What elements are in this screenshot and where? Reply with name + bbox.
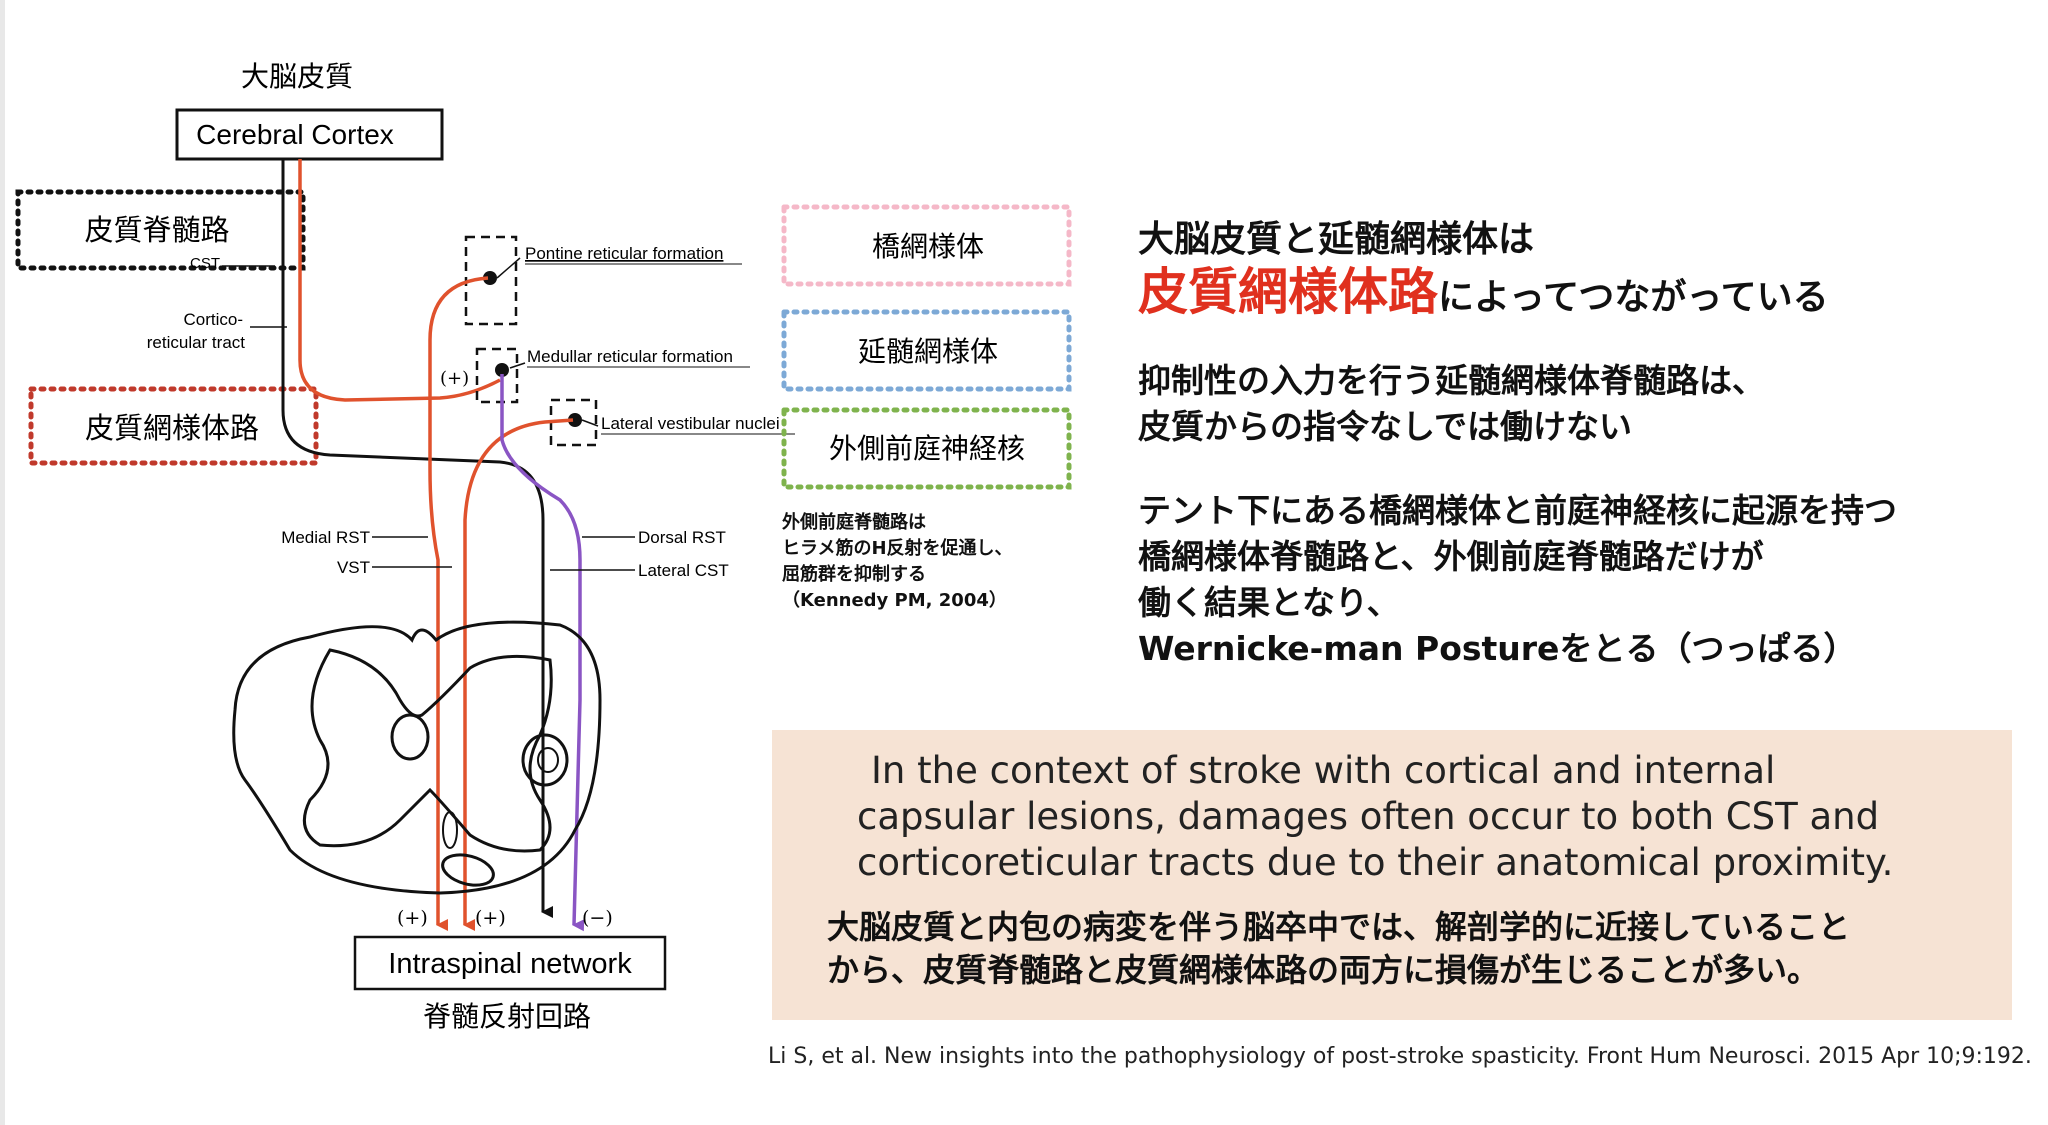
spinal-tract-circle-inner bbox=[537, 747, 559, 773]
grey-matter-butterfly bbox=[302, 648, 553, 853]
para2-line: Wernicke-man Postureをとる（つっぱる） bbox=[1138, 629, 1857, 668]
medullar-box bbox=[475, 347, 519, 404]
minus-sign: (−) bbox=[582, 907, 613, 929]
summary-en-line: In the context of stroke with cortical a… bbox=[871, 749, 1776, 792]
cortico-reticular-label-1: Cortico- bbox=[183, 310, 243, 329]
lateral-cst-label: Lateral CST bbox=[638, 561, 729, 580]
spinal-tract-circle-right bbox=[521, 733, 569, 787]
para2-line: 橋網様体脊髄路と、外側前庭脊髄路だけが bbox=[1138, 537, 1764, 576]
legend-box-vestibular bbox=[781, 407, 1072, 490]
note-line: ヒラメ筋のH反射を促通し、 bbox=[782, 538, 1013, 559]
medullar-label: Medullar reticular formation bbox=[527, 347, 733, 366]
paragraph-1: 抑制性の入力を行う延髄網様体脊髄路は、 皮質からの指令なしでは働けない bbox=[1138, 358, 1765, 450]
dorsal-rst-tract bbox=[500, 374, 585, 932]
heading-line-2: 皮質網様体路によってつながっている bbox=[1138, 262, 1829, 322]
legend-box-medullar bbox=[781, 309, 1072, 392]
cortex-box-label: Cerebral Cortex bbox=[196, 119, 394, 150]
vst-tract bbox=[463, 418, 574, 931]
medullar-leader bbox=[509, 362, 526, 369]
summary-english: In the context of stroke with cortical a… bbox=[857, 748, 1982, 886]
cortex-box bbox=[175, 108, 444, 161]
slide-edge bbox=[0, 0, 5, 1125]
crt-jp-box bbox=[28, 386, 319, 466]
legend-label-medullar: 延髄網様体 bbox=[858, 335, 998, 368]
cortex-jp-label: 大脳皮質 bbox=[241, 60, 353, 93]
paragraph-2: テント下にある橋網様体と前庭神経核に起源を持つ 橋網様体脊髄路と、外側前庭脊髄路… bbox=[1138, 488, 1897, 672]
heading-line-1: 大脳皮質と延髄網様体は bbox=[1138, 219, 1535, 260]
spinal-cord-outline bbox=[232, 620, 602, 895]
para1-line: 抑制性の入力を行う延髄網様体脊髄路は、 bbox=[1138, 361, 1765, 400]
note-line: 外側前庭脊髄路は bbox=[782, 512, 926, 533]
para2-line: テント下にある橋網様体と前庭神経核に起源を持つ bbox=[1138, 491, 1897, 530]
pontine-node bbox=[483, 271, 497, 285]
spinal-tract-small-left bbox=[442, 811, 458, 849]
heading-line-2-rest: によってつながっている bbox=[1438, 277, 1829, 318]
summary-box: In the context of stroke with cortical a… bbox=[772, 730, 2012, 1020]
medullar-node bbox=[495, 363, 509, 377]
medial-rst-tract bbox=[428, 276, 489, 931]
legend-label-pontine: 橋網様体 bbox=[872, 230, 984, 263]
black-tract bbox=[281, 159, 553, 918]
summary-japanese: 大脳皮質と内包の病変を伴う脳卒中では、解剖学的に近接していること から、皮質脊髄… bbox=[827, 906, 1982, 992]
plus-sign-2: (+) bbox=[475, 907, 506, 929]
cst-short-label: CST bbox=[190, 255, 220, 272]
note-line: 屈筋群を抑制する bbox=[782, 564, 926, 585]
plus-sign-1: (+) bbox=[397, 907, 428, 929]
citation: Li S, et al. New insights into the patho… bbox=[768, 1044, 2032, 1069]
para2-line: 働く結果となり、 bbox=[1138, 583, 1400, 622]
para1-line: 皮質からの指令なしでは働けない bbox=[1138, 407, 1633, 446]
neural-pathway-diagram: 大脳皮質 Cerebral Cortex 皮質脊髄路 CST Cortico- … bbox=[15, 60, 1072, 1033]
spinal-tract-circle-left bbox=[390, 713, 430, 761]
legend-label-vestibular: 外側前庭神経核 bbox=[829, 432, 1025, 465]
legend-box-pontine bbox=[781, 204, 1072, 287]
crt-jp-label: 皮質網様体路 bbox=[85, 411, 259, 445]
cortico-reticular-label-2: reticular tract bbox=[147, 333, 246, 352]
vestibular-label: Lateral vestibular nuclei bbox=[601, 414, 780, 433]
pontine-label: Pontine reticular formation bbox=[525, 244, 723, 263]
cst-jp-label: 皮質脊髄路 bbox=[84, 213, 229, 247]
red-cortico-reticular-tract bbox=[298, 159, 501, 402]
vst-label: VST bbox=[337, 558, 370, 577]
vestibular-node bbox=[568, 413, 582, 427]
summary-en-line: corticoreticular tracts due to their ana… bbox=[857, 841, 1894, 884]
summary-en-line: capsular lesions, damages often occur to… bbox=[857, 795, 1880, 838]
medial-rst-label: Medial RST bbox=[281, 528, 370, 547]
intraspinal-box bbox=[353, 935, 667, 991]
spinal-tract-ellipse-bottom bbox=[441, 853, 495, 887]
heading-highlight: 皮質網様体路 bbox=[1138, 263, 1438, 321]
plus-medullar: (+) bbox=[440, 368, 469, 389]
vestibulospinal-note: 外側前庭脊髄路は ヒラメ筋のH反射を促通し、 屈筋群を抑制する （Kennedy… bbox=[782, 510, 1072, 614]
intraspinal-label: Intraspinal network bbox=[388, 948, 632, 980]
note-line: （Kennedy PM, 2004） bbox=[782, 590, 1007, 611]
summary-jp-line: から、皮質脊髄路と皮質網様体路の両方に損傷が生じることが多い。 bbox=[827, 951, 1820, 989]
pontine-leader bbox=[496, 257, 521, 279]
intraspinal-jp-label: 脊髄反射回路 bbox=[423, 1000, 591, 1033]
cst-jp-box bbox=[15, 189, 306, 271]
dorsal-rst-label: Dorsal RST bbox=[638, 528, 726, 547]
summary-jp-line: 大脳皮質と内包の病変を伴う脳卒中では、解剖学的に近接していること bbox=[827, 908, 1851, 946]
vestibular-leader bbox=[581, 419, 599, 427]
